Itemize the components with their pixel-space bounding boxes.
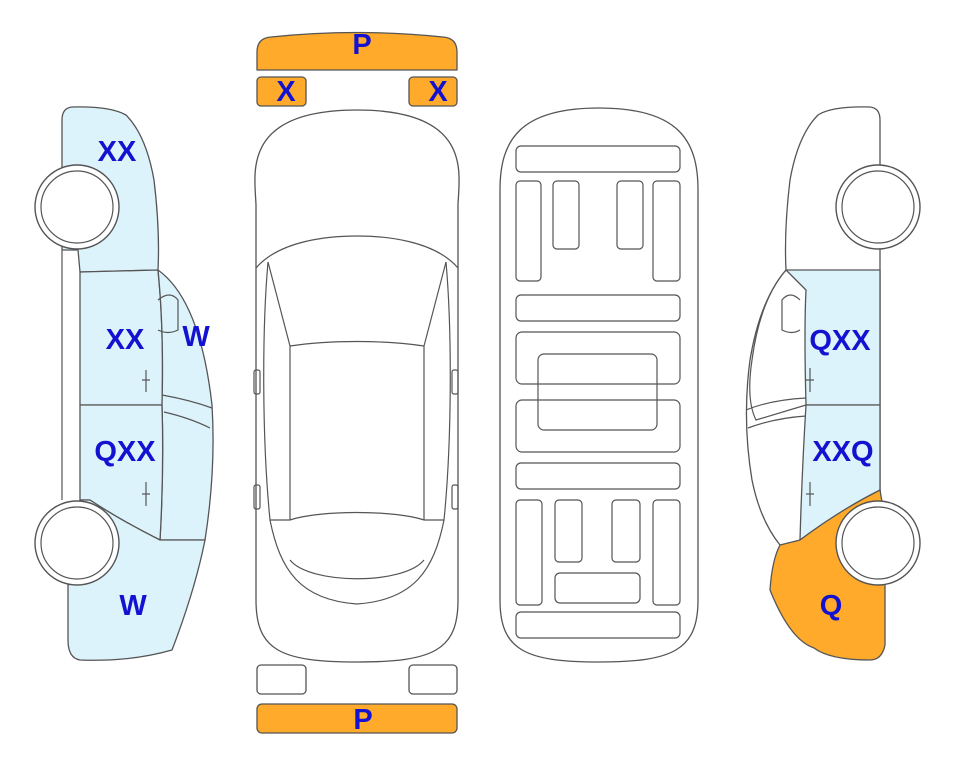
right-rear-quarter-label: Q (820, 590, 843, 622)
car-top-body (254, 109, 460, 663)
left-rear-quarter-label: XX (98, 136, 137, 168)
right-front-door-label: QXX (809, 325, 871, 357)
right-side-body (745, 106, 881, 546)
headlight-right-panel[interactable] (408, 76, 458, 107)
car-right-side-view: QXX XXQ Q (745, 106, 921, 661)
headlight-left-panel[interactable] (256, 76, 307, 107)
left-rear-pillar-label: W (182, 321, 210, 353)
underbody-outline (499, 107, 699, 663)
taillight-right-panel[interactable] (408, 664, 458, 695)
car-underbody-view (499, 107, 699, 663)
left-front-door-label: QXX (94, 436, 156, 468)
right-rear-door-label: XXQ (812, 436, 873, 468)
headlight-left-label: X (276, 76, 296, 108)
taillight-left-panel[interactable] (256, 664, 307, 695)
car-top-view: P X X P (253, 29, 460, 736)
left-front-fender-label: W (119, 590, 147, 622)
car-left-side-view: XX XX W QXX W (34, 106, 214, 661)
left-front-wheel (34, 500, 120, 586)
headlight-right-label: X (428, 76, 448, 108)
front-bumper-panel[interactable] (256, 31, 458, 71)
front-bumper-label: P (352, 29, 371, 61)
left-rear-wheel (34, 164, 120, 250)
right-rear-wheel (835, 500, 921, 586)
right-front-wheel (835, 164, 921, 250)
left-rear-door-label: XX (106, 324, 145, 356)
rear-bumper-panel[interactable] (256, 703, 458, 734)
rear-bumper-label: P (353, 704, 372, 736)
